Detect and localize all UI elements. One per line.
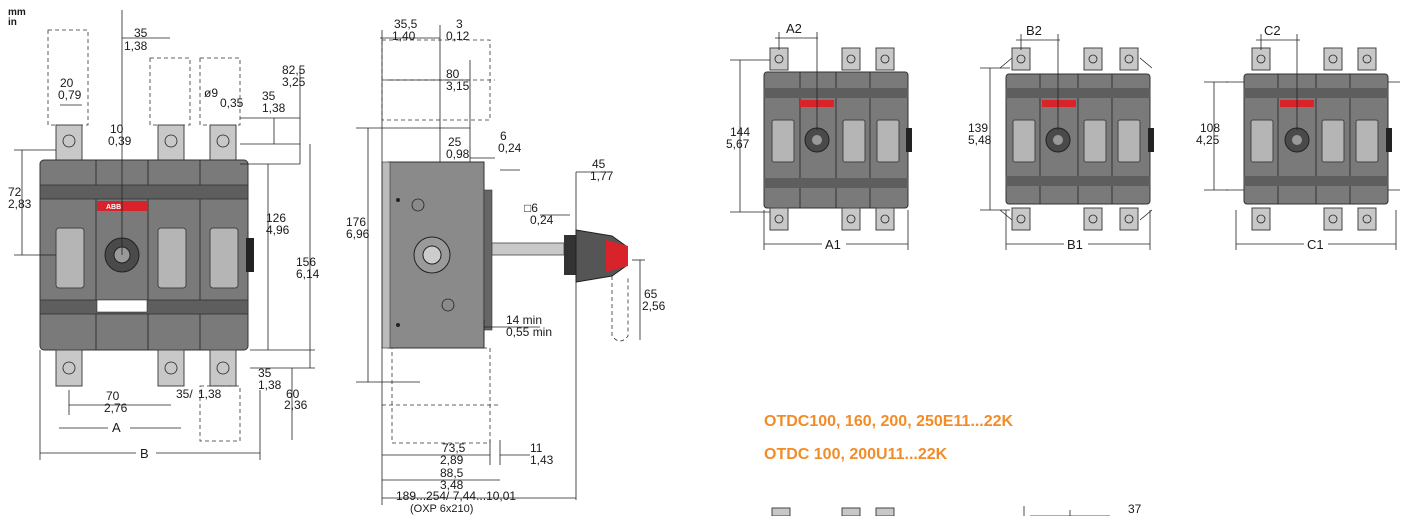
- dim-6-in: 0,24: [498, 141, 522, 155]
- brand-text: ABB: [106, 204, 121, 211]
- dim-65-in: 2,56: [642, 299, 666, 313]
- dim-355-in: 1,40: [392, 29, 416, 43]
- variant-b-top-label: B2: [1026, 23, 1042, 38]
- dim-35-mm: 35: [134, 26, 148, 40]
- unit-in: in: [8, 17, 17, 28]
- dim-label-b: B: [140, 446, 149, 461]
- dim-20-mm: 20: [60, 76, 74, 90]
- dim-11-in: 1,43: [530, 453, 554, 467]
- top-terminal-1: [55, 124, 83, 162]
- dim-20-in: 0,79: [58, 88, 82, 102]
- variant-b-bottom-label: B1: [1067, 237, 1083, 252]
- dim-11-mm: 11: [530, 441, 543, 455]
- dim-35b-in: 1,38: [262, 101, 286, 115]
- dim-176-mm: 176: [346, 215, 366, 229]
- dim-176-in: 6,96: [346, 227, 370, 241]
- variant-a-bottom-label: A1: [825, 237, 841, 252]
- dim-10-mm: 10: [110, 122, 124, 136]
- handle-red-cap: [606, 240, 628, 272]
- dim-35c-in: 1,38: [258, 378, 282, 392]
- dim-735-mm: 73,5: [442, 441, 466, 455]
- variant-c-height-in: 4,25: [1196, 133, 1220, 147]
- unit-mm: mm: [8, 7, 26, 18]
- dim-70-in: 2,76: [104, 401, 128, 415]
- dim-60-in: 2,36: [284, 398, 308, 412]
- dim-35-in: 1,38: [124, 39, 148, 53]
- dim-14-mm: 14 min: [506, 313, 542, 327]
- dim-156-in: 6,14: [296, 267, 320, 281]
- variant-b: B2 B1 139 5,48: [968, 23, 1154, 252]
- variant-b-height-mm: 139: [968, 121, 988, 135]
- dim-25-in: 0,98: [446, 147, 470, 161]
- variant-b-height-in: 5,48: [968, 133, 992, 147]
- dim-885-in: 3,48: [440, 478, 464, 492]
- dim-80-mm: 80: [446, 67, 460, 81]
- top-terminal-2: [157, 124, 185, 162]
- dim-355-mm: 35,5: [394, 17, 418, 31]
- dim-126-mm: 126: [266, 211, 286, 225]
- dim-885-mm: 88,5: [440, 466, 464, 480]
- next-drawing-fragment: 37: [771, 502, 1142, 517]
- dim-10-in: 0,39: [108, 134, 132, 148]
- variant-c-bottom-label: C1: [1307, 237, 1324, 252]
- dim-72-mm: 72: [8, 185, 22, 199]
- dim-shaft-length: 189...254/ 7,44...10,01: [396, 489, 516, 503]
- variant-c: C2 C1 108 4,25: [1196, 23, 1400, 252]
- dim-6sq-in: 0,24: [530, 213, 554, 227]
- dim-35d-in: 1,38: [198, 387, 222, 401]
- model-title-1: OTDC100, 160, 200, 250E11...22K: [764, 413, 1014, 430]
- contact-window-2: [157, 227, 187, 289]
- variant-c-top-label: C2: [1264, 23, 1281, 38]
- dim-3-in: 0,12: [446, 29, 470, 43]
- dim-156-mm: 156: [296, 255, 316, 269]
- dim-72-in: 2,83: [8, 197, 32, 211]
- dim-14-in: 0,55 min: [506, 325, 552, 339]
- dim-60-mm: 60: [286, 387, 300, 401]
- dim-3-mm: 3: [456, 17, 463, 31]
- dim-35c-mm: 35: [258, 366, 272, 380]
- dim-9-mm: ø9: [204, 86, 218, 100]
- dim-9-in: 0,35: [220, 96, 244, 110]
- dim-80-in: 3,15: [446, 79, 470, 93]
- top-terminal-3: [209, 124, 237, 162]
- contact-window-3: [209, 227, 239, 289]
- dim-35d-mm: 35/: [176, 387, 193, 401]
- dim-6-mm: 6: [500, 129, 507, 143]
- dim-label-a: A: [112, 420, 121, 435]
- dim-82-mm: 82,5: [282, 63, 306, 77]
- drive-shaft: [491, 242, 565, 256]
- variant-a: A2 A1 144 5,67: [726, 21, 912, 252]
- variant-a-top-label: A2: [786, 21, 802, 36]
- model-title-2: OTDC 100, 200U11...22K: [764, 446, 948, 463]
- aux-contact: [246, 238, 254, 272]
- dim-70-mm: 70: [106, 389, 120, 403]
- variant-a-height-mm: 144: [730, 125, 750, 139]
- front-view: ABB 35: [8, 10, 320, 461]
- dim-shaft-note: (OXP 6x210): [410, 503, 473, 515]
- dim-82-in: 3,25: [282, 75, 306, 89]
- dim-126-in: 4,96: [266, 223, 290, 237]
- dim-25-mm: 25: [448, 135, 462, 149]
- dim-35b-mm: 35: [262, 89, 276, 103]
- dim-6sq-mm: □6: [524, 201, 538, 215]
- dim-65-mm: 65: [644, 287, 658, 301]
- variant-a-height-in: 5,67: [726, 137, 750, 151]
- dim-45-in: 1,77: [590, 169, 614, 183]
- handle-base: [564, 235, 576, 275]
- fragment-dim-37: 37: [1128, 502, 1142, 516]
- dim-735-in: 2,89: [440, 453, 464, 467]
- dim-45-mm: 45: [592, 157, 606, 171]
- contact-window-1: [55, 227, 85, 289]
- side-view: 35,5 1,40 3 0,12 80 3,15 25 0,98 6 0,24 …: [346, 17, 666, 515]
- variant-c-height-mm: 108: [1200, 121, 1220, 135]
